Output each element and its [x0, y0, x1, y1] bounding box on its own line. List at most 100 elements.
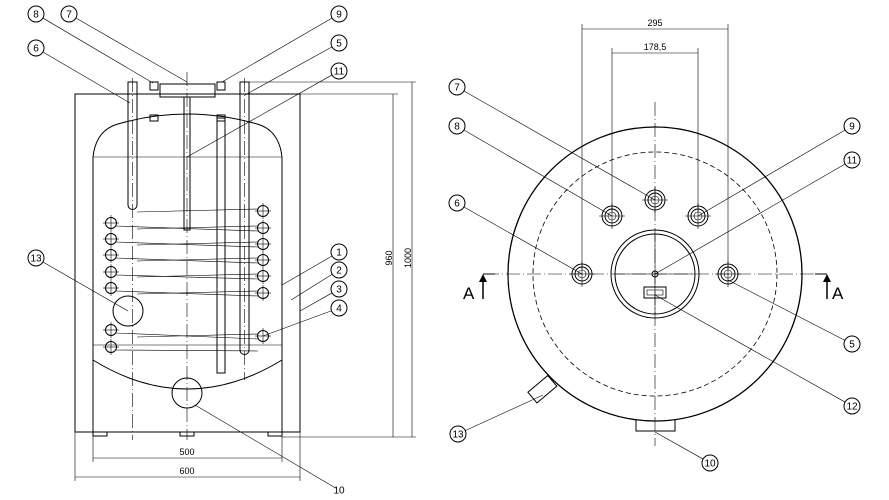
dim-960: 960 — [384, 250, 394, 265]
callout-circle — [27, 39, 45, 57]
callout-number: 11 — [847, 156, 858, 167]
coil-line — [115, 290, 259, 297]
coil-tube-section — [255, 268, 271, 284]
callout-7: 7 — [60, 5, 188, 83]
callout-1: 1 — [281, 243, 348, 286]
leader-line — [186, 74, 333, 158]
leader-line — [697, 129, 846, 217]
callout-number: 6 — [33, 44, 39, 55]
callout-number: 4 — [336, 304, 342, 315]
callout-9: 9 — [221, 5, 348, 83]
flange-outer — [610, 229, 700, 319]
leader-line — [654, 163, 846, 275]
callout-circle — [330, 5, 348, 23]
coil-tube-section — [103, 247, 119, 263]
callout-number: 5 — [336, 39, 342, 50]
callout-circle — [27, 249, 45, 267]
connection-holes — [569, 187, 741, 287]
arrow-up-icon — [823, 274, 831, 282]
leader-line — [42, 51, 131, 104]
feet — [92, 431, 283, 437]
tank-interior — [92, 113, 283, 390]
coil-line — [115, 241, 259, 248]
coil-line — [136, 208, 259, 213]
coil-line — [136, 225, 259, 230]
dimensions: 960 1000 500 600 — [74, 81, 416, 481]
inspection-opening-13 — [112, 295, 144, 327]
nut-left — [149, 81, 159, 91]
callout-number: 12 — [846, 402, 858, 413]
callout-6: 6 — [448, 194, 583, 275]
leader-line — [654, 294, 846, 403]
callout-number: 9 — [336, 10, 342, 21]
callout-circle — [60, 5, 78, 23]
coil-line — [136, 333, 259, 338]
callout-number: 1 — [336, 248, 342, 259]
coil-tube-section — [103, 264, 119, 280]
callout-number: 2 — [336, 266, 342, 277]
foot — [179, 431, 195, 437]
heat-exchanger-coil — [103, 203, 271, 355]
coil-line — [115, 274, 259, 280]
leader-line — [42, 17, 154, 84]
coil-tube-section — [103, 215, 119, 231]
leader-line — [654, 431, 704, 460]
coil-tube-section — [103, 231, 119, 247]
callout-13: 13 — [449, 394, 544, 443]
foot — [267, 431, 283, 437]
callout-number: 13 — [30, 254, 42, 265]
callout-circle — [701, 454, 719, 472]
callout-number: 8 — [454, 122, 460, 133]
section-label-left: A — [463, 284, 475, 303]
dim-178-5: 178,5 — [644, 42, 667, 52]
coil-line — [115, 257, 259, 264]
leader-line — [42, 261, 129, 312]
callout-circle — [330, 261, 348, 279]
callout-circle — [843, 117, 861, 135]
callout-circle — [449, 425, 467, 443]
callout-circle — [330, 243, 348, 261]
anode-12 — [643, 286, 667, 299]
leader-line — [463, 206, 583, 275]
leader-line — [299, 292, 333, 312]
callout-11: 11 — [654, 151, 861, 275]
callout-circle — [448, 78, 466, 96]
sensor-11 — [651, 270, 659, 278]
nut-left-lower — [149, 114, 159, 122]
leader-line — [727, 279, 846, 341]
callout-circle — [448, 117, 466, 135]
callout-number: 10 — [333, 486, 345, 497]
coil-line — [115, 225, 259, 232]
callout-2: 2 — [290, 261, 348, 301]
leader-line — [75, 17, 188, 83]
callout-number: 11 — [334, 67, 345, 78]
drain-opening-10 — [171, 377, 203, 409]
leader-line — [244, 46, 333, 96]
inlet-13 — [527, 374, 558, 404]
coil-tube-section — [255, 236, 271, 252]
callout-10: 10 — [654, 431, 719, 472]
dim-600: 600 — [179, 466, 194, 476]
coil-tube-section — [255, 252, 271, 268]
callout-circle — [330, 34, 348, 52]
arrow-up-icon — [479, 274, 487, 282]
leader-line — [281, 255, 333, 286]
leader-line — [463, 90, 656, 201]
coil-tube-section — [255, 203, 271, 219]
top-dimensions: 295 178,5 — [581, 18, 729, 270]
section-marker-right: A — [815, 273, 844, 303]
callout-number: 3 — [336, 285, 342, 296]
pipe-6 — [127, 81, 138, 210]
callout-number: 7 — [454, 83, 460, 94]
callout-4: 4 — [262, 299, 348, 337]
callout-3: 3 — [299, 280, 348, 312]
callout-circle — [330, 280, 348, 298]
coil-line — [136, 241, 259, 246]
callout-number: 13 — [452, 430, 464, 441]
callout-circle — [330, 299, 348, 317]
dim-500: 500 — [179, 447, 194, 457]
